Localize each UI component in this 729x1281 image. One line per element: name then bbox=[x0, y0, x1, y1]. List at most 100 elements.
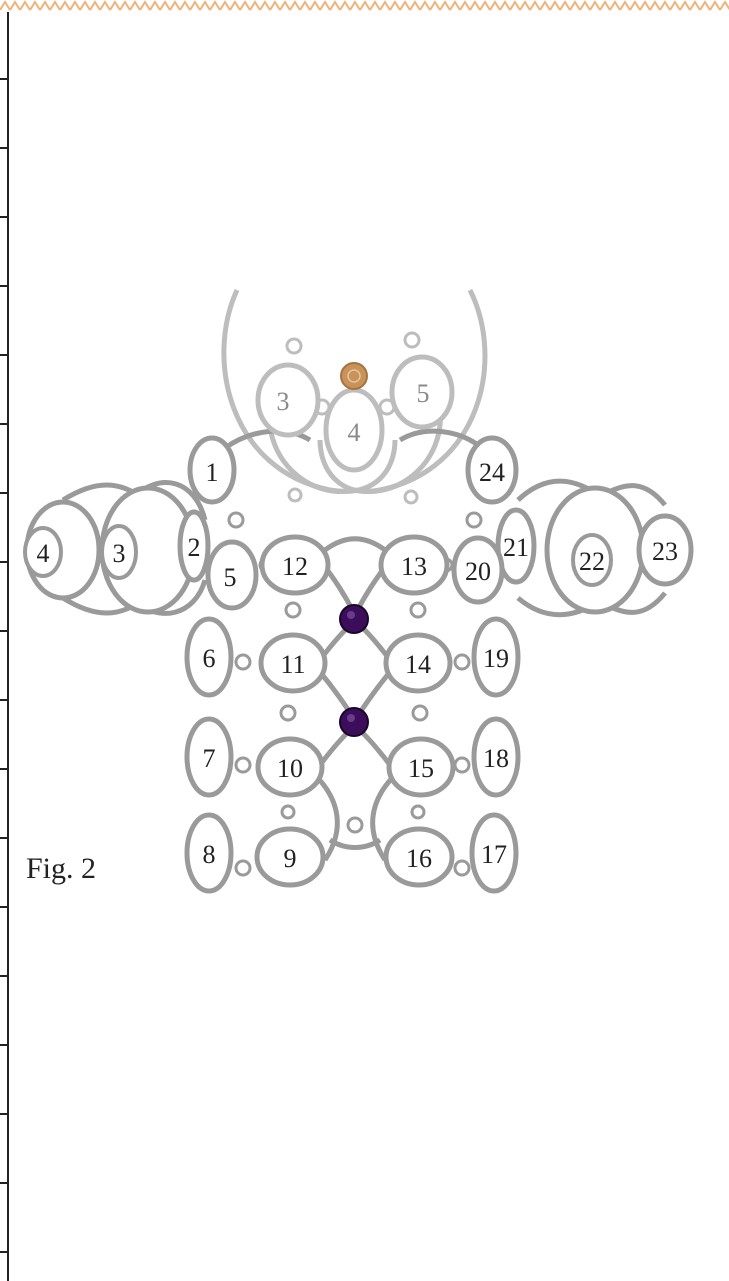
lace-zigzag bbox=[419, 0, 431, 11]
wing-ring-4-label: 4 bbox=[37, 539, 50, 568]
lace-zigzag bbox=[119, 0, 131, 11]
lace-zigzag bbox=[229, 0, 241, 11]
lace-zigzag bbox=[699, 0, 711, 11]
lace-zigzag bbox=[679, 0, 691, 11]
lace-zigzag bbox=[399, 0, 411, 11]
ring-8-label: 8 bbox=[203, 840, 216, 869]
lace-zigzag bbox=[559, 0, 571, 11]
ring-16-label: 16 bbox=[406, 844, 432, 873]
lace-zigzag bbox=[549, 0, 561, 11]
lace-zigzag bbox=[259, 0, 271, 11]
lace-zigzag bbox=[649, 0, 661, 11]
lace-zigzag bbox=[379, 0, 391, 11]
faded-ring-3-label: 3 bbox=[277, 387, 290, 416]
lace-zigzag bbox=[109, 0, 121, 11]
lace-zigzag bbox=[529, 0, 541, 11]
lace-zigzag bbox=[719, 0, 729, 11]
lace-zigzag bbox=[319, 0, 331, 11]
lace-zigzag bbox=[369, 0, 381, 11]
lace-zigzag bbox=[0, 0, 11, 11]
lace-zigzag bbox=[39, 0, 51, 11]
left-ruler bbox=[0, 12, 9, 1281]
wing-ring-23: 23 bbox=[636, 513, 694, 587]
ring-14: 14 bbox=[383, 632, 453, 694]
wing-ring-22: 22 bbox=[544, 485, 646, 615]
lace-zigzag bbox=[709, 0, 721, 11]
lace-zigzag bbox=[449, 0, 461, 11]
wing-ring-3-label: 3 bbox=[113, 539, 126, 568]
lace-zigzag bbox=[459, 0, 471, 11]
ring-19-label: 19 bbox=[483, 644, 509, 673]
lace-zigzag bbox=[439, 0, 451, 11]
ring-9-label: 9 bbox=[284, 844, 297, 873]
lace-zigzag bbox=[469, 0, 481, 11]
lace-zigzag bbox=[609, 0, 621, 11]
lace-zigzag bbox=[79, 0, 91, 11]
ring-5: 5 bbox=[205, 539, 259, 611]
dark-bead-upper bbox=[339, 604, 369, 634]
wing-ring-23-label: 23 bbox=[652, 537, 678, 566]
lace-zigzag bbox=[139, 0, 151, 11]
lace-zigzag bbox=[499, 0, 511, 11]
picots bbox=[227, 511, 483, 877]
ring-1-label: 1 bbox=[206, 458, 219, 487]
ring-11: 11 bbox=[258, 632, 328, 694]
lace-zigzag bbox=[579, 0, 591, 11]
lace-zigzag bbox=[189, 0, 201, 11]
lace-zigzag bbox=[59, 0, 71, 11]
ring-6-label: 6 bbox=[203, 644, 216, 673]
ring-17: 17 bbox=[469, 812, 519, 894]
lace-zigzag bbox=[239, 0, 251, 11]
ring-7: 7 bbox=[184, 716, 234, 798]
lace-zigzag bbox=[309, 0, 321, 11]
lace-zigzag bbox=[289, 0, 301, 11]
faded-outline bbox=[221, 288, 488, 494]
ring-14-label: 14 bbox=[405, 650, 431, 679]
lace-zigzag bbox=[389, 0, 401, 11]
ring-24-label: 24 bbox=[479, 458, 505, 487]
ring-10-label: 10 bbox=[277, 754, 303, 783]
lace-zigzag bbox=[359, 0, 371, 11]
lace-zigzag bbox=[329, 0, 341, 11]
wing-ring-2: 2 bbox=[177, 509, 211, 583]
lace-zigzag bbox=[569, 0, 581, 11]
ring-7-label: 7 bbox=[203, 744, 216, 773]
faded-ring-3: 3 bbox=[255, 362, 321, 438]
lace-zigzag bbox=[219, 0, 231, 11]
lace-zigzag bbox=[659, 0, 671, 11]
gold-bead bbox=[340, 362, 368, 390]
lace-zigzag bbox=[509, 0, 521, 11]
lace-zigzag bbox=[629, 0, 641, 11]
ring-19: 19 bbox=[471, 616, 521, 698]
lace-zigzag bbox=[249, 0, 261, 11]
wing-ring-21-label: 21 bbox=[503, 533, 529, 562]
lace-zigzag bbox=[489, 0, 501, 11]
lace-zigzag bbox=[209, 0, 221, 11]
lace-zigzag bbox=[149, 0, 161, 11]
dark-bead-lower bbox=[339, 707, 369, 737]
ring-11-label: 11 bbox=[280, 650, 305, 679]
lace-zigzag bbox=[619, 0, 631, 11]
ring-8: 8 bbox=[184, 812, 234, 894]
ring-15-label: 15 bbox=[408, 754, 434, 783]
ring-6: 6 bbox=[184, 616, 234, 698]
lace-zigzag bbox=[479, 0, 491, 11]
lace-zigzag bbox=[169, 0, 181, 11]
ring-5-label: 5 bbox=[224, 563, 237, 592]
lace-zigzag bbox=[179, 0, 191, 11]
lace-zigzag bbox=[49, 0, 61, 11]
ring-20-label: 20 bbox=[465, 557, 491, 586]
faded-ring-4: 4 bbox=[323, 387, 385, 473]
wing-ring-22-label: 22 bbox=[579, 547, 605, 576]
faded-ring-5: 5 bbox=[389, 354, 455, 430]
faded-ring-5-label: 5 bbox=[417, 379, 430, 408]
ring-1: 1 bbox=[187, 435, 237, 505]
ring-13-label: 13 bbox=[401, 552, 427, 581]
lace-zigzag bbox=[159, 0, 171, 11]
lace-zigzag bbox=[539, 0, 551, 11]
faded-ring-4-label: 4 bbox=[348, 418, 361, 447]
decorative-lace-border bbox=[0, 0, 729, 11]
wing-ring-2-label: 2 bbox=[188, 533, 201, 562]
lace-zigzag bbox=[339, 0, 351, 11]
lace-zigzag bbox=[429, 0, 441, 11]
